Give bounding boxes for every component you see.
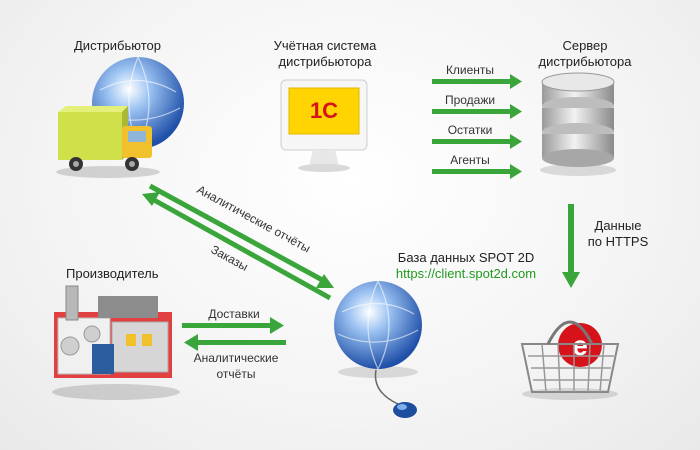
factory-icon xyxy=(52,286,180,400)
sync-label-stock: Остатки xyxy=(440,122,500,138)
accounting-logo-text: 1С xyxy=(310,98,338,123)
reports-back-label-line1: Аналитические xyxy=(186,350,286,366)
spot-label: База данных SPOT 2D https://client.spot2… xyxy=(376,250,556,282)
spot-title: База данных SPOT 2D xyxy=(376,250,556,266)
server-label-line1: Сервер xyxy=(530,38,640,54)
database-icon xyxy=(540,73,616,176)
reports-back-label-line2: отчёты xyxy=(186,366,286,382)
https-label-line1: Данные xyxy=(580,218,656,234)
https-label-line2: по HTTPS xyxy=(580,234,656,250)
sync-label-sales: Продажи xyxy=(440,92,500,108)
server-label: Сервер дистрибьютора xyxy=(530,38,640,70)
distributor-label: Дистрибьютор xyxy=(74,38,161,54)
basket-icon: e xyxy=(522,322,618,400)
reports-back-arrow xyxy=(184,334,286,351)
accounting-label-line1: Учётная система xyxy=(270,38,380,54)
accounting-label-line2: дистрибьютора xyxy=(270,54,380,70)
deliveries-label: Доставки xyxy=(196,306,272,322)
sync-label-clients: Клиенты xyxy=(440,62,500,78)
accounting-label: Учётная система дистрибьютора xyxy=(270,38,380,70)
spot-url[interactable]: https://client.spot2d.com xyxy=(376,266,556,282)
diagonal-label-orders: Заказы xyxy=(209,242,251,273)
https-arrow xyxy=(562,204,580,288)
server-label-line2: дистрибьютора xyxy=(530,54,640,70)
spot-globe-icon xyxy=(334,281,422,418)
reports-back-label: Аналитические отчёты xyxy=(186,350,286,382)
sync-label-agents: Агенты xyxy=(440,152,500,168)
https-label: Данные по HTTPS xyxy=(580,218,656,250)
manufacturer-label: Производитель xyxy=(66,266,159,282)
monitor-icon xyxy=(281,80,367,172)
